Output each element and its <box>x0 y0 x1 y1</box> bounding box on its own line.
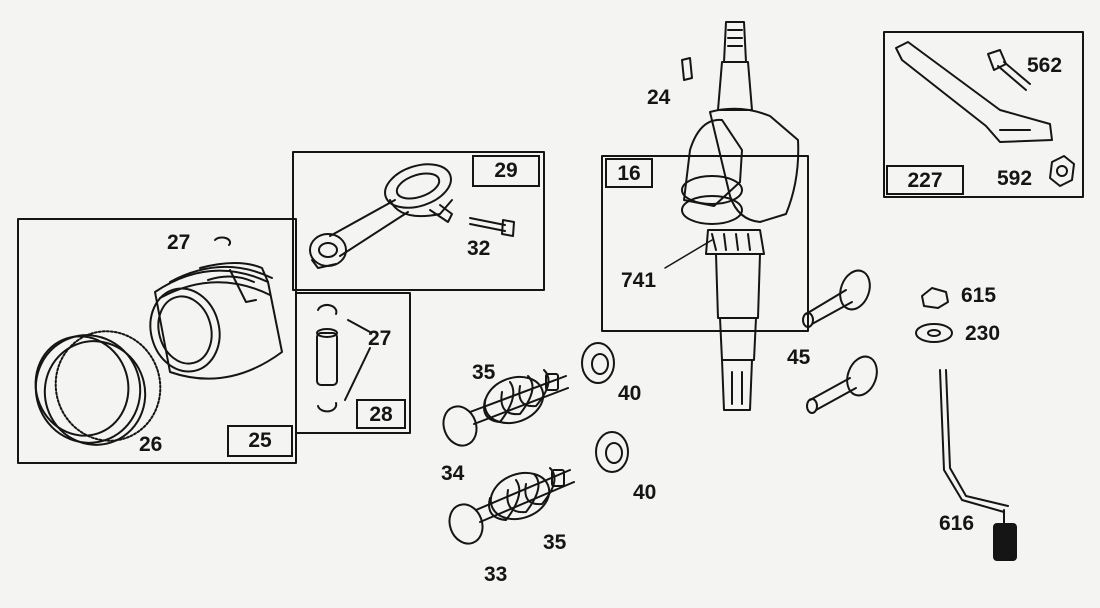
retainer-clip <box>214 236 232 246</box>
piston <box>149 262 283 380</box>
crankshaft-group-frame <box>601 155 809 332</box>
part-label-33: 33 <box>484 563 508 586</box>
connecting-rod <box>309 163 453 269</box>
part-label-32: 32 <box>467 237 491 260</box>
part-label-24: 24 <box>647 86 671 109</box>
box-label-25: 25 <box>227 425 293 457</box>
part-label-616: 616 <box>939 512 975 535</box>
piston-pin-group-frame <box>295 292 411 434</box>
piston-rings <box>34 330 162 446</box>
part-label-45: 45 <box>787 346 811 369</box>
governor-group-frame <box>883 31 1084 198</box>
part-label-40-upper: 40 <box>618 382 642 405</box>
part-label-27-pin: 27 <box>368 327 392 350</box>
part-label-35-upper: 35 <box>472 361 496 384</box>
part-label-27-piston: 27 <box>167 231 191 254</box>
governor-bolt <box>987 49 1031 91</box>
governor-nut <box>1049 155 1075 187</box>
piston-pin <box>316 303 371 413</box>
box-label-227: 227 <box>886 165 964 195</box>
part-label-26: 26 <box>139 433 163 456</box>
governor-link <box>939 369 1017 561</box>
part-label-35-lower: 35 <box>543 531 567 554</box>
part-label-592: 592 <box>997 167 1033 190</box>
crankshaft-key <box>681 57 693 81</box>
connecting-rod-group-frame <box>292 151 545 291</box>
governor-lever <box>895 41 1053 143</box>
box-label-28: 28 <box>356 399 406 429</box>
part-label-40-lower: 40 <box>633 481 657 504</box>
part-label-741: 741 <box>621 269 657 292</box>
part-label-230: 230 <box>965 322 1001 345</box>
box-label-16: 16 <box>605 158 653 188</box>
box-label-29: 29 <box>472 155 540 187</box>
crankshaft <box>681 21 800 411</box>
valve-spring-retainers <box>581 342 629 473</box>
intake-valve-assembly <box>442 369 569 447</box>
exhaust-valve-assembly <box>448 467 575 545</box>
part-label-562: 562 <box>1027 54 1063 77</box>
part-label-615: 615 <box>961 284 997 307</box>
washers <box>915 287 953 343</box>
part-label-34: 34 <box>441 462 465 485</box>
valve-tappets <box>802 269 878 414</box>
rod-bolt <box>469 217 515 237</box>
